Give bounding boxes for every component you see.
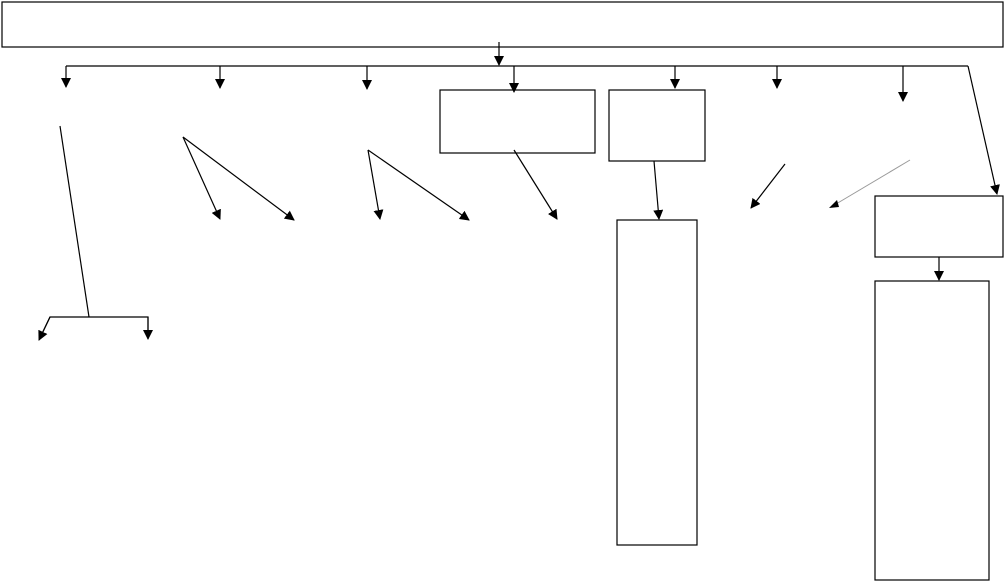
- left-fork-line: [38, 316, 149, 341]
- center-mid-box: [439, 89, 596, 154]
- branch7-faint-arrow: [830, 159, 911, 208]
- title-box: [1, 1, 1004, 48]
- center-mid-out-arrow: [513, 149, 558, 220]
- bus-to-right-box-arrow: [967, 65, 1000, 195]
- left-fork-arrow-left: [38, 316, 51, 341]
- tall-center-box: [616, 219, 698, 546]
- branch6-arrow: [750, 163, 786, 209]
- left-long-line: [59, 125, 90, 318]
- branch2-arrow-a: [182, 136, 221, 220]
- branch3-arrow-b: [367, 149, 470, 221]
- branch2-arrow-b: [182, 136, 295, 221]
- center-right-box: [608, 89, 706, 162]
- right-small-box: [874, 195, 1004, 258]
- tall-right-box: [874, 280, 990, 581]
- center-right-to-tall-arrow: [653, 160, 664, 220]
- branch3-arrow-a: [367, 149, 384, 220]
- branch7-arrowhead: [829, 200, 839, 208]
